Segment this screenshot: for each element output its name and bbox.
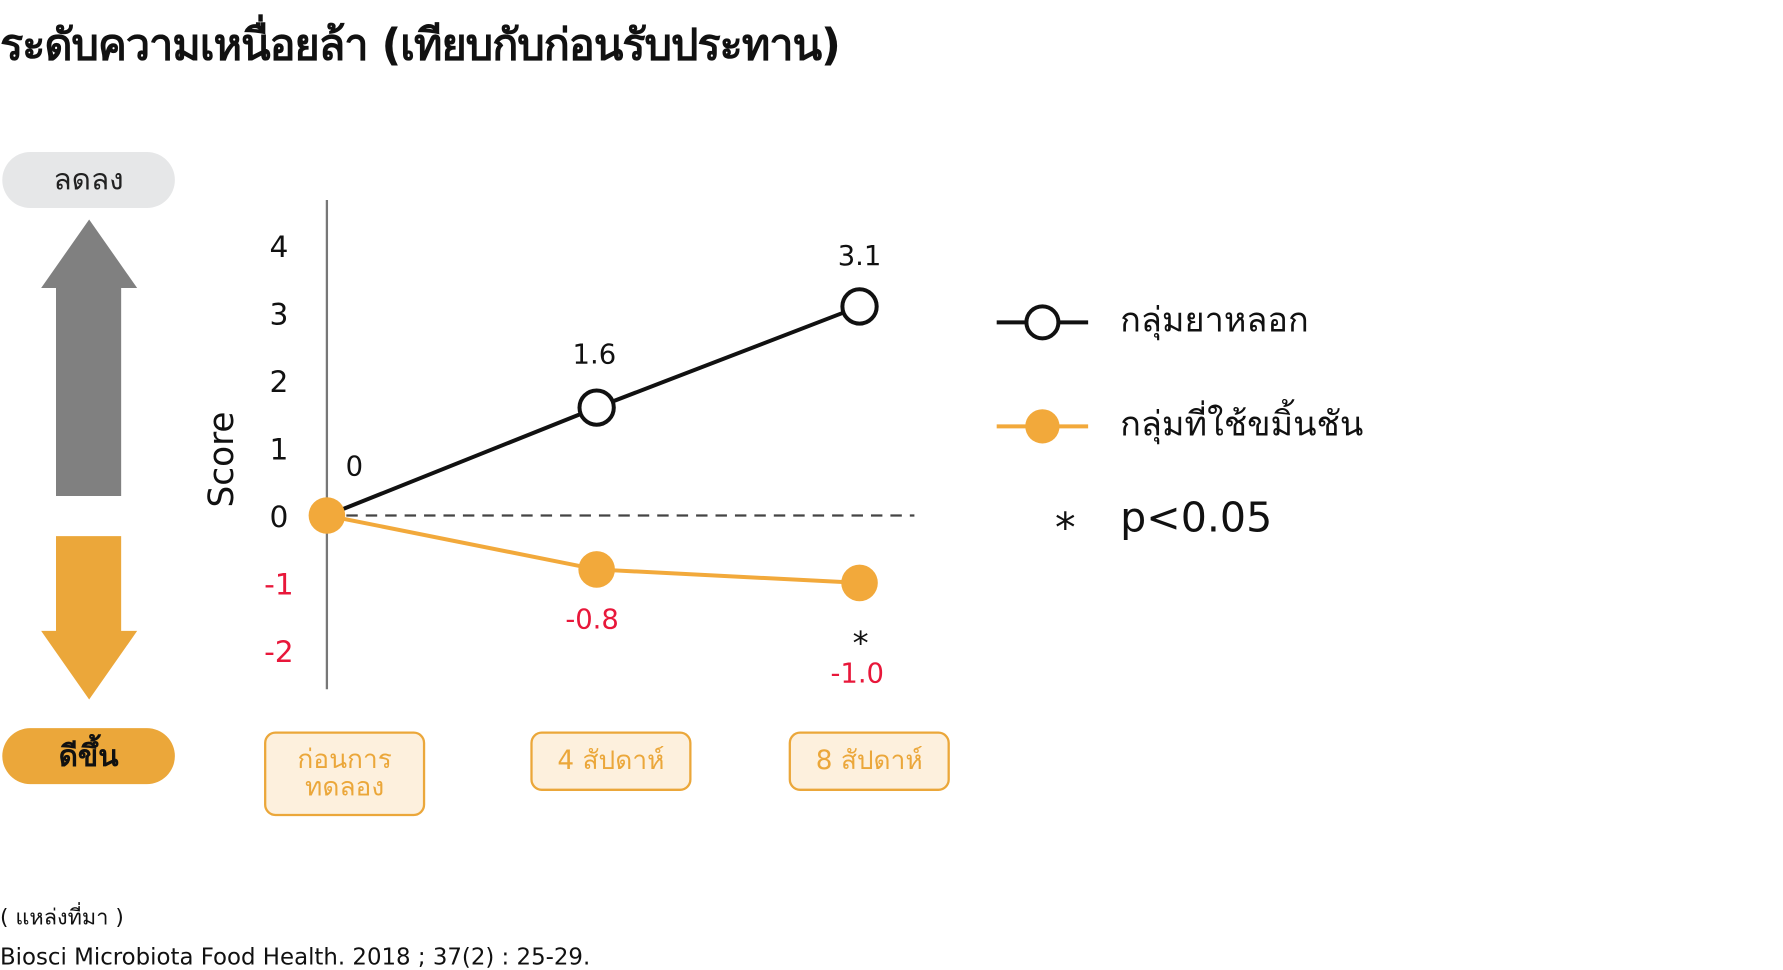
legend-marker-turmeric bbox=[1025, 409, 1060, 444]
x-tick-label: ก่อนการทดลอง bbox=[297, 745, 392, 803]
y-tick-label: 1 bbox=[269, 432, 288, 467]
data-label: 1.6 bbox=[573, 339, 617, 370]
x-category-2: 8 สัปดาห์ bbox=[788, 731, 950, 791]
source-label: ( แหล่งที่มา ) bbox=[0, 905, 124, 931]
y-tick-label: -1 bbox=[264, 567, 294, 602]
data-point-placebo bbox=[840, 287, 879, 326]
down-arrow-icon bbox=[41, 536, 138, 700]
data-point-turmeric bbox=[578, 551, 615, 588]
data-label: -0.8 bbox=[565, 605, 619, 636]
data-point-turmeric bbox=[308, 497, 346, 534]
data-label: -1.0 bbox=[830, 658, 884, 689]
up-arrow-icon bbox=[41, 219, 138, 497]
decrease-label: ลดลง bbox=[2, 152, 175, 209]
y-tick-label: -2 bbox=[264, 635, 294, 670]
data-label: 3.1 bbox=[838, 241, 882, 272]
y-tick-label: 2 bbox=[269, 365, 288, 400]
legend-asterisk: * bbox=[1055, 504, 1076, 552]
legend-significance-text: p<0.05 bbox=[1120, 493, 1272, 541]
chart-title: ระดับความเหนื่อยล้า (เทียบกับก่อนรับประท… bbox=[0, 19, 841, 70]
data-label: 0 bbox=[346, 451, 363, 482]
y-axis-label: Score bbox=[202, 411, 242, 507]
legend-label-placebo: กลุ่มยาหลอก bbox=[1120, 300, 1309, 340]
direction-arrows bbox=[41, 219, 138, 700]
data-point-placebo bbox=[577, 388, 616, 427]
data-point-turmeric bbox=[841, 564, 878, 602]
x-tick-label: 8 สัปดาห์ bbox=[815, 746, 923, 777]
x-category-0: ก่อนการทดลอง bbox=[264, 731, 426, 817]
x-category-1: 4 สัปดาห์ bbox=[530, 731, 692, 791]
y-tick-label: 3 bbox=[269, 298, 288, 333]
significance-asterisk: * bbox=[853, 624, 869, 662]
y-tick-label: 0 bbox=[269, 500, 288, 535]
y-tick-label: 4 bbox=[269, 230, 288, 265]
legend-label-turmeric: กลุ่มที่ใช้ขมิ้นชัน bbox=[1120, 398, 1363, 444]
source-citation: Biosci Microbiota Food Health. 2018 ; 37… bbox=[0, 942, 591, 970]
legend-marker-placebo bbox=[1024, 304, 1061, 341]
x-tick-label: 4 สัปดาห์ bbox=[557, 746, 665, 777]
improve-label: ดีขึ้น bbox=[2, 728, 175, 785]
